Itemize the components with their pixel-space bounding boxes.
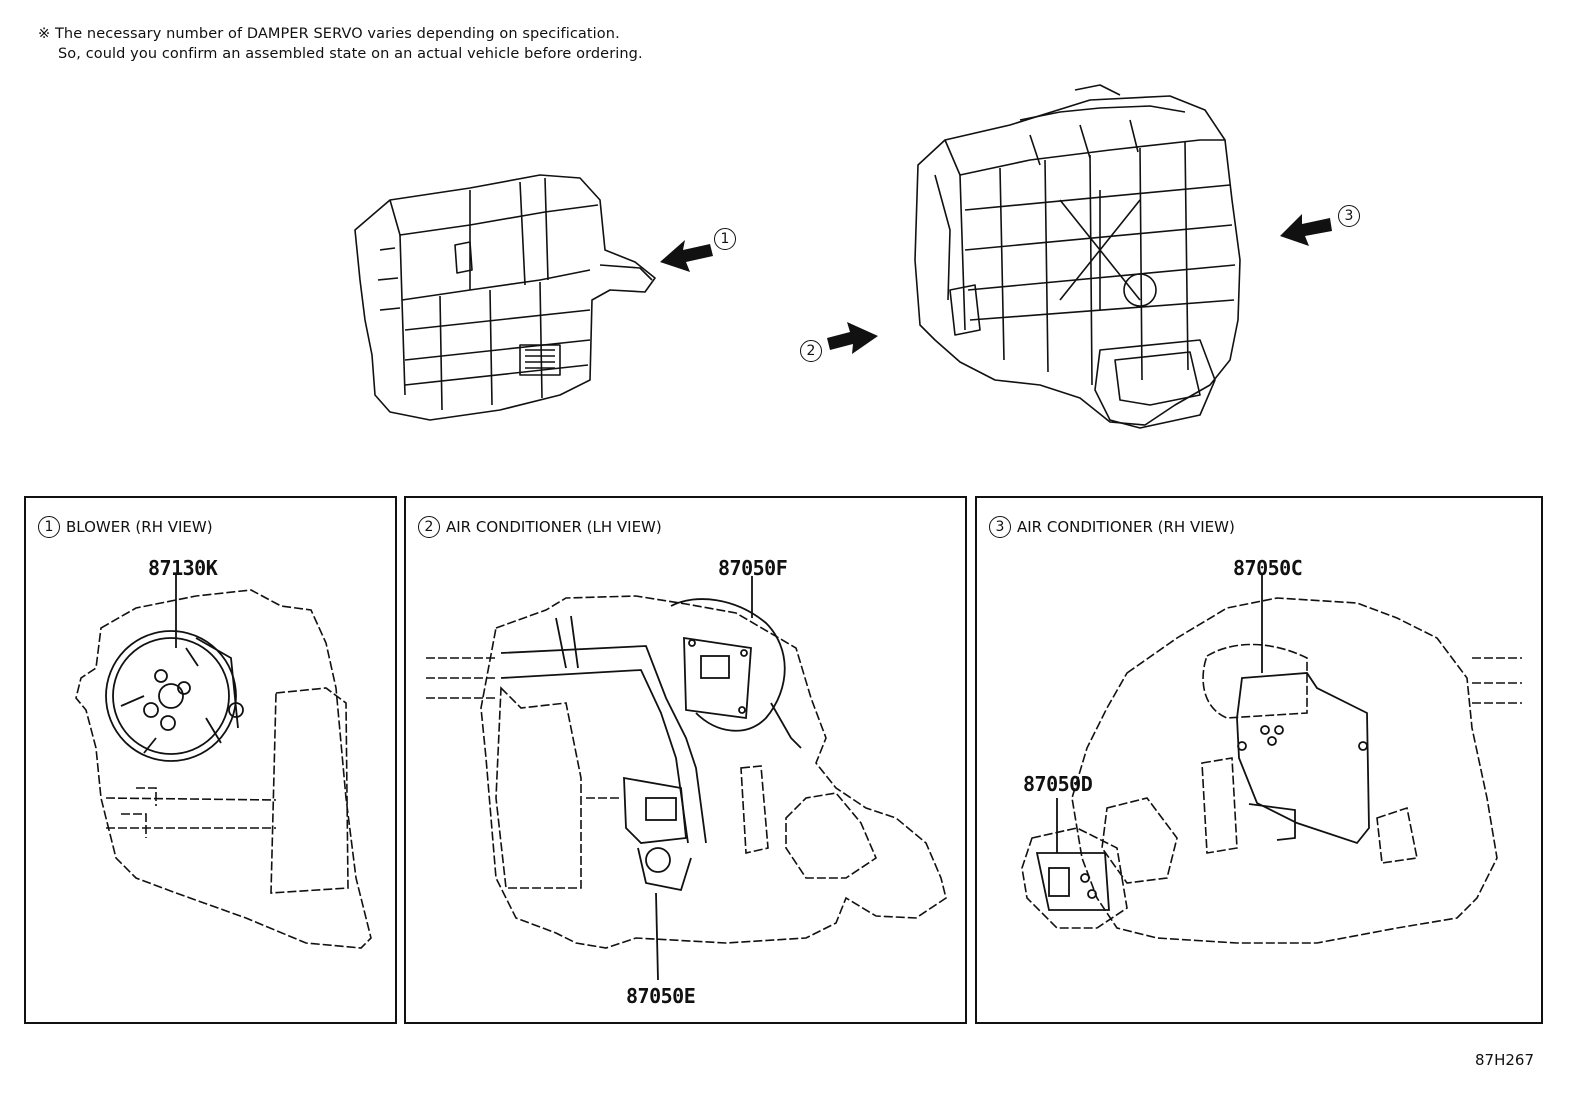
callout-number: 3 (1338, 205, 1360, 227)
part-number-label: 87050E (626, 984, 696, 1008)
air-conditioner-rh-detail-drawing (1021, 573, 1522, 944)
assembly-overview (354, 84, 1332, 429)
part-number-label: 87050F (718, 556, 788, 580)
callout-1: 1 (714, 228, 736, 250)
view-arrows (660, 214, 1332, 354)
blower-unit-drawing (354, 174, 656, 421)
arrow-3 (1280, 214, 1332, 246)
panel-3-title: 3 AIR CONDITIONER (RH VIEW) (989, 516, 1235, 538)
part-number-label: 87050C (1233, 556, 1303, 580)
panel-title-text: AIR CONDITIONER (RH VIEW) (1017, 518, 1235, 536)
panel-title-text: BLOWER (RH VIEW) (66, 518, 213, 536)
callout-3: 3 (1338, 205, 1360, 227)
callout-number: 1 (714, 228, 736, 250)
panel-number: 1 (38, 516, 60, 538)
air-conditioner-unit-drawing (914, 84, 1241, 429)
callout-2: 2 (800, 340, 822, 362)
note-line-2: So, could you confirm an assembled state… (58, 46, 643, 62)
panel-title-text: AIR CONDITIONER (LH VIEW) (446, 518, 662, 536)
panel-2-title: 2 AIR CONDITIONER (LH VIEW) (418, 516, 662, 538)
air-conditioner-lh-detail-drawing (426, 576, 947, 981)
panel-number: 2 (418, 516, 440, 538)
panel-number: 3 (989, 516, 1011, 538)
panel-air-conditioner-rh-view: 3 AIR CONDITIONER (RH VIEW) 87050C 87050… (975, 496, 1543, 1024)
note-line-1: ※ The necessary number of DAMPER SERVO v… (38, 26, 620, 42)
panel-1-title: 1 BLOWER (RH VIEW) (38, 516, 213, 538)
specification-note: ※ The necessary number of DAMPER SERVO v… (38, 24, 643, 64)
callout-number: 2 (800, 340, 822, 362)
diagram-id: 87H267 (1475, 1051, 1534, 1069)
panel-air-conditioner-lh-view: 2 AIR CONDITIONER (LH VIEW) 87050F 87050… (404, 496, 967, 1024)
part-number-label: 87050D (1023, 772, 1093, 796)
arrow-1 (660, 240, 713, 272)
part-number-label: 87130K (148, 556, 218, 580)
arrow-2 (827, 322, 878, 354)
blower-detail-drawing (75, 573, 372, 949)
panel-blower-rh-view: 1 BLOWER (RH VIEW) 87130K (24, 496, 397, 1024)
